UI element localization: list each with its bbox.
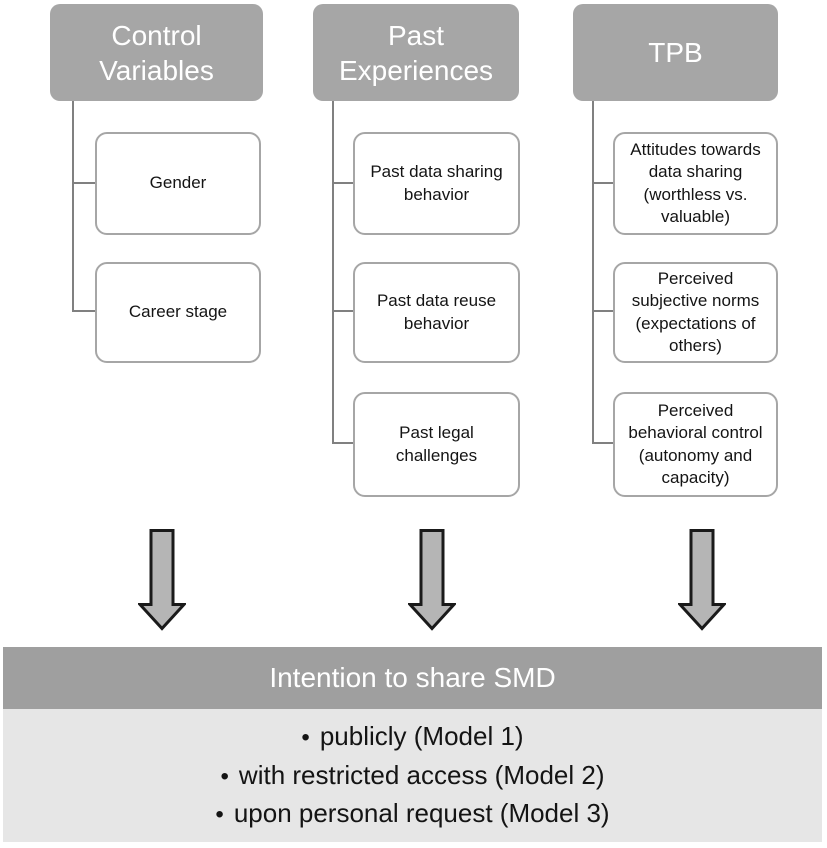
node-subjective-norms: Perceived subjective norms (expectations…	[613, 262, 778, 363]
node-past-data-reuse-behavior: Past data reuse behavior	[353, 262, 520, 363]
down-arrow-icon	[408, 528, 456, 631]
outcome-item-restricted-access: • with restricted access (Model 2)	[221, 761, 605, 790]
connector-line	[592, 101, 594, 444]
node-gender: Gender	[95, 132, 261, 235]
node-past-data-sharing-behavior: Past data sharing behavior	[353, 132, 520, 235]
bullet-icon: •	[215, 801, 224, 829]
node-past-legal-challenges: Past legal challenges	[353, 392, 520, 497]
node-attitudes: Attitudes towards data sharing (worthles…	[613, 132, 778, 235]
connector-line	[72, 101, 74, 312]
node-behavioral-control: Perceived behavioral control (autonomy a…	[613, 392, 778, 497]
connector-line	[332, 101, 334, 444]
outcome-item-publicly: • publicly (Model 1)	[301, 722, 523, 751]
node-career-stage: Career stage	[95, 262, 261, 363]
bullet-icon: •	[220, 762, 229, 790]
connector-line	[332, 442, 353, 444]
connector-line	[332, 182, 353, 184]
connector-line	[332, 310, 353, 312]
outcome-title-bar: Intention to share SMD	[3, 647, 822, 709]
outcome-item-label: with restricted access (Model 2)	[238, 759, 605, 790]
bullet-icon: •	[301, 724, 310, 752]
connector-line	[592, 442, 613, 444]
connector-line	[72, 182, 95, 184]
outcome-item-label: upon personal request (Model 3)	[233, 798, 610, 829]
down-arrow-icon	[138, 528, 186, 631]
outcome-body: • publicly (Model 1) • with restricted a…	[3, 709, 822, 842]
outcome-item-personal-request: • upon personal request (Model 3)	[215, 799, 609, 828]
column-header-past-experiences: Past Experiences	[313, 4, 519, 101]
connector-line	[592, 182, 613, 184]
column-header-tpb: TPB	[573, 4, 778, 101]
connector-line	[592, 310, 613, 312]
column-header-control-variables: Control Variables	[50, 4, 263, 101]
down-arrow-icon	[678, 528, 726, 631]
connector-line	[72, 310, 95, 312]
outcome-item-label: publicly (Model 1)	[319, 721, 524, 752]
